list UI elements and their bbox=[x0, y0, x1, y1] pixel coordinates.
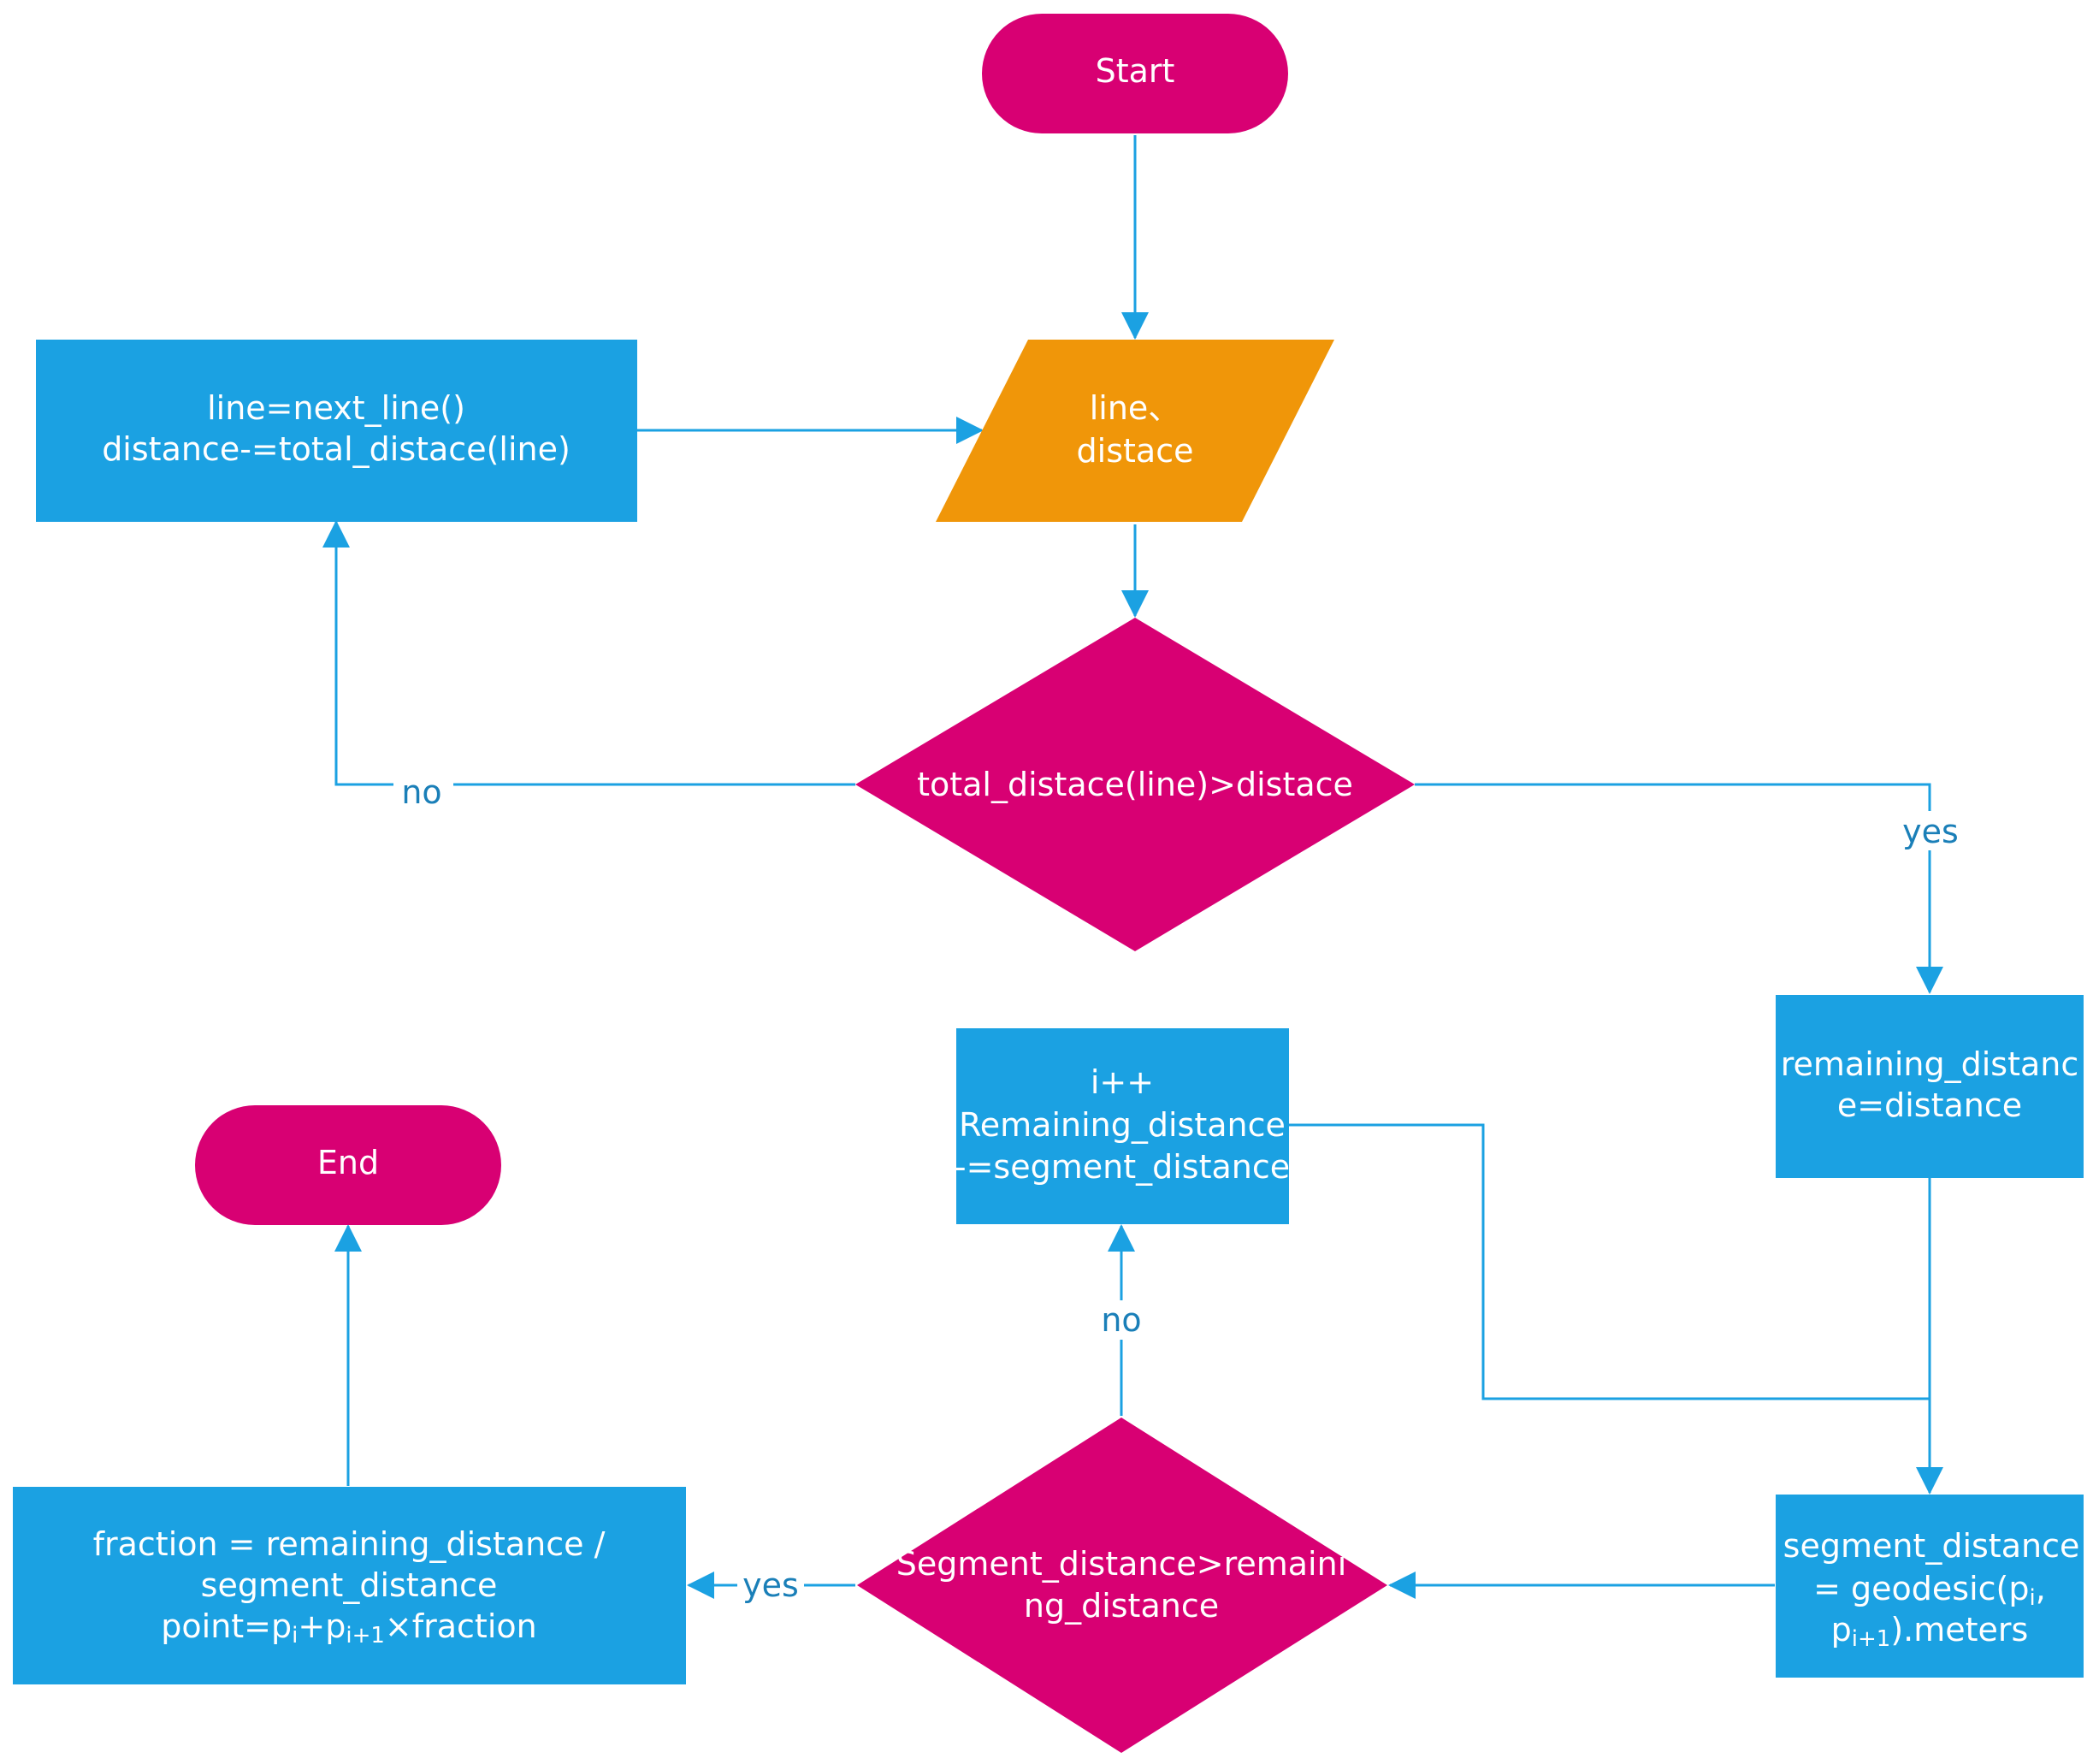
increment-line1: i++ bbox=[1091, 1063, 1154, 1101]
start-label: Start bbox=[1096, 52, 1175, 90]
segment-line1: segment_distance bbox=[1783, 1527, 2080, 1565]
decision-segment-line2: ng_distance bbox=[1024, 1587, 1219, 1625]
end-label: End bbox=[317, 1144, 379, 1181]
input-line1: line、 bbox=[1090, 389, 1181, 427]
fraction-process: fraction = remaining_distance / segment_… bbox=[13, 1487, 686, 1684]
edge-decision-no-to-next-line bbox=[322, 520, 855, 786]
next-line-line1: line=next_line() bbox=[207, 389, 465, 427]
fraction-line3: point=pi+pi+1×fraction bbox=[161, 1607, 536, 1649]
segment-process: segment_distance = geodesic(pi, pi+1).me… bbox=[1776, 1495, 2084, 1678]
fraction-line2: segment_distance bbox=[201, 1566, 498, 1604]
increment-line2: Remaining_distance bbox=[959, 1106, 1286, 1144]
decision-segment-line1: Segment_distance>remaini bbox=[896, 1545, 1347, 1583]
edges bbox=[322, 135, 1943, 1599]
end-terminal: End bbox=[195, 1105, 501, 1225]
next-line-line2: distance-=total_distace(line) bbox=[102, 430, 571, 468]
label-no-segment: no bbox=[1101, 1301, 1141, 1339]
decision-total-distance: total_distace(line)>distace bbox=[855, 618, 1415, 951]
increment-line3: -=segment_distance bbox=[955, 1148, 1290, 1186]
label-yes-segment: yes bbox=[742, 1566, 799, 1604]
edge-increment-to-segment bbox=[1289, 1123, 1930, 1400]
fraction-line1: fraction = remaining_distance / bbox=[93, 1525, 606, 1563]
increment-process: i++ Remaining_distance -=segment_distanc… bbox=[955, 1028, 1290, 1224]
edge-decision-yes-to-remaining bbox=[1415, 783, 1943, 994]
label-no-total: no bbox=[401, 773, 441, 811]
decision-segment: Segment_distance>remaini ng_distance bbox=[857, 1418, 1387, 1753]
decision-total-label: total_distace(line)>distace bbox=[917, 766, 1353, 803]
start-terminal: Start bbox=[982, 14, 1288, 133]
segment-line2: = geodesic(pi, bbox=[1813, 1570, 2046, 1611]
input-line2: distace bbox=[1077, 432, 1194, 470]
input-parallelogram: line、 distace bbox=[936, 340, 1334, 522]
remaining-init-line1: remaining_distanc bbox=[1781, 1045, 2079, 1083]
remaining-init-line2: e=distance bbox=[1837, 1086, 2022, 1124]
segment-line3: pi+1).meters bbox=[1831, 1611, 2029, 1652]
remaining-init-process: remaining_distanc e=distance bbox=[1776, 995, 2084, 1178]
label-yes-total: yes bbox=[1902, 813, 1959, 850]
next-line-process: line=next_line() distance-=total_distace… bbox=[36, 340, 637, 522]
